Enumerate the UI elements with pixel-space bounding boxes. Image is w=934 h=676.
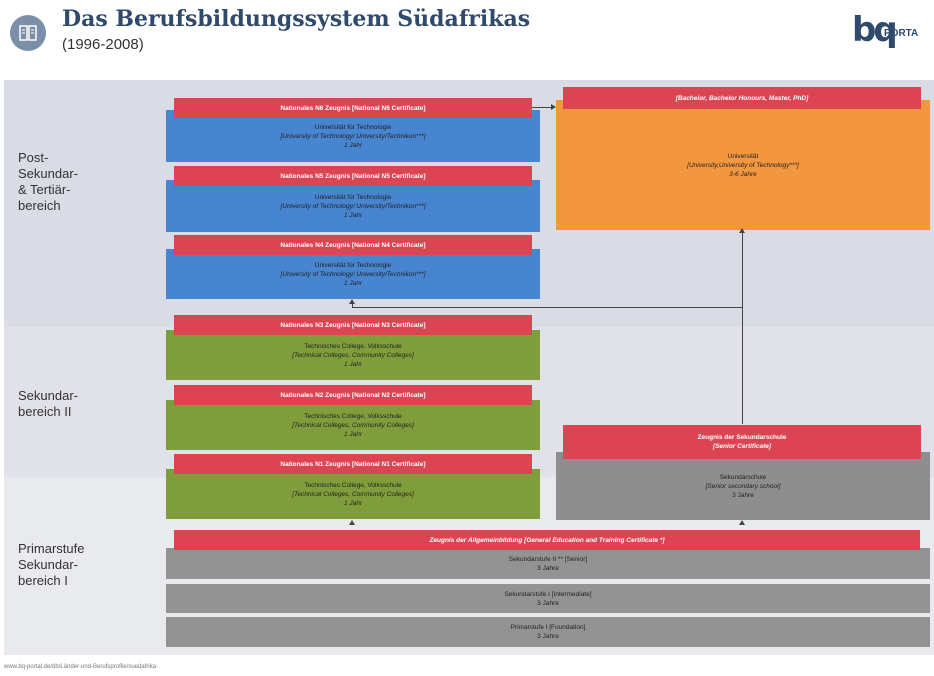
- tc-n1-line1: Technisches College, Volksschule: [304, 481, 402, 489]
- arrow-up-icon: [349, 299, 355, 304]
- connector-horizontal-mid: [352, 307, 743, 308]
- row-senior-line2: 3 Jahre: [537, 564, 559, 572]
- university-box: Universität [University,University of Te…: [556, 100, 930, 230]
- cert-senior: Zeugnis der Sekundarschule [Senior Certi…: [563, 425, 921, 459]
- ut-n6-line2: [University of Technology/ University/Te…: [280, 132, 426, 140]
- zone-label-primary: Primarstufe Sekundar- bereich I: [18, 541, 85, 588]
- ut-n4-line1: Universität für Technologie: [314, 261, 392, 269]
- row-senior: Sekundarstufe II ** [Senior] 3 Jahre: [166, 548, 930, 579]
- page-subtitle: (1996-2008): [62, 36, 144, 53]
- zone-label-tertiary: Post- Sekundar- & Tertiär- bereich: [18, 150, 78, 213]
- tc-box-n3: Technisches College, Volksschule [Techni…: [166, 330, 540, 380]
- row-foundation-line2: 3 Jahre: [537, 633, 559, 640]
- row-intermediate-line2: 3 Jahre: [537, 599, 559, 607]
- tc-n2-line2: [Technical Colleges, Community Colleges]: [292, 421, 414, 429]
- senior-cert-line1: Zeugnis der Sekundarschule: [697, 434, 787, 441]
- arrow-up-icon: [739, 520, 745, 525]
- logo-mark: bq: [852, 10, 898, 50]
- arrow-right-icon: [551, 104, 556, 110]
- zone-label-secondary2: Sekundar- bereich II: [18, 388, 78, 419]
- tc-n3-line2: [Technical Colleges, Community Colleges]: [292, 351, 414, 359]
- tc-n2-line3: 1 Jahr: [343, 430, 363, 438]
- connector-vertical-left: [352, 302, 353, 308]
- ut-box-n4: Universität für Technologie [University …: [166, 249, 540, 299]
- cert-n1: Nationales N1 Zeugnis [National N1 Certi…: [174, 454, 532, 474]
- ut-box-n6: Universität für Technologie [University …: [166, 110, 540, 162]
- cert-n2: Nationales N2 Zeugnis [National N2 Certi…: [174, 385, 532, 405]
- ut-n4-line3: 1 Jahr: [343, 279, 363, 287]
- sec-line3: 3 Jahre: [732, 491, 754, 499]
- uni-line2: [University,University of Technology***]: [687, 161, 799, 169]
- page-title: Das Berufsbildungssystem Südafrikas: [62, 6, 531, 32]
- uni-line1: Universität: [727, 152, 759, 160]
- tc-box-n2: Technisches College, Volksschule [Techni…: [166, 400, 540, 450]
- connector-n6-to-degrees: [532, 107, 552, 108]
- tc-n1-line3: 1 Jahr: [343, 499, 363, 507]
- ut-n6-line1: Universität für Technologie: [314, 123, 392, 131]
- connector-vertical-right: [742, 232, 743, 424]
- cert-n3: Nationales N3 Zeugnis [National N3 Certi…: [174, 315, 532, 335]
- senior-secondary-box: Sekundarschule [Senior secondary school]…: [556, 452, 930, 520]
- sec-line2: [Senior secondary school]: [705, 482, 781, 490]
- cert-get: Zeugnis der Allgemeinbildung [General Ed…: [174, 530, 920, 550]
- ut-n6-line3: 1 Jahr: [343, 141, 363, 149]
- footer-url: www.bq-portal.de/db/Länder-und-Berufspro…: [4, 664, 157, 670]
- ut-n4-line2: [University of Technology/ University/Te…: [280, 270, 426, 278]
- tc-n1-line2: [Technical Colleges, Community Colleges]: [292, 490, 414, 498]
- row-foundation: Primarstufe I [Foundation] 3 Jahre: [166, 617, 930, 647]
- sec-line1: Sekundarschule: [719, 473, 767, 481]
- bq-portal-logo: bq PORTA: [852, 10, 932, 50]
- logo-text: PORTA: [884, 28, 919, 39]
- ut-n5-line3: 1 Jahr: [343, 211, 363, 219]
- ut-box-n5: Universität für Technologie [University …: [166, 180, 540, 232]
- book-grid-icon: [19, 25, 37, 41]
- cert-degrees: [Bachelor, Bachelor Honours, Master, PhD…: [563, 87, 921, 109]
- cert-n4: Nationales N4 Zeugnis [National N4 Certi…: [174, 235, 532, 255]
- cert-n6: Nationales N6 Zeugnis [National N6 Certi…: [174, 98, 532, 118]
- tc-box-n1: Technisches College, Volksschule [Techni…: [166, 469, 540, 519]
- row-foundation-line1: Primarstufe I [Foundation]: [510, 624, 586, 631]
- row-intermediate: Sekundarstufe I [Intermediate] 3 Jahre: [166, 584, 930, 613]
- tc-n3-line1: Technisches College, Volksschule: [304, 342, 402, 350]
- uni-line3: 3-6 Jahre: [729, 170, 757, 178]
- ut-n5-line2: [University of Technology/ University/Te…: [280, 202, 426, 210]
- cert-n5: Nationales N5 Zeugnis [National N5 Certi…: [174, 166, 532, 186]
- ut-n5-line1: Universität für Technologie: [314, 193, 392, 201]
- row-senior-line1: Sekundarstufe II ** [Senior]: [508, 555, 588, 563]
- arrow-up-icon: [739, 228, 745, 233]
- row-intermediate-line1: Sekundarstufe I [Intermediate]: [504, 590, 592, 598]
- tc-n2-line1: Technisches College, Volksschule: [304, 412, 402, 420]
- arrow-up-icon: [349, 520, 355, 525]
- header-logo-icon: [10, 15, 46, 51]
- senior-cert-line2: [Senior Certificate]: [712, 443, 772, 450]
- tc-n3-line3: 1 Jahr: [343, 360, 363, 368]
